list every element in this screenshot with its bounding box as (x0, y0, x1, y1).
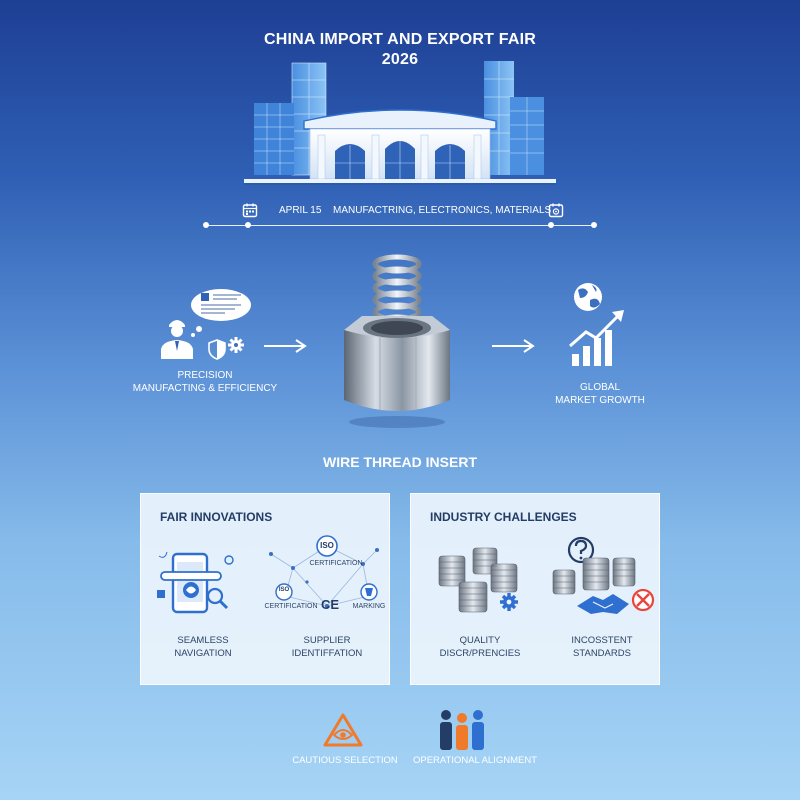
fair-date: APRIL 15 (279, 205, 322, 216)
supplier-identification-label: SUPPLIER IDENTIFFATION (277, 634, 377, 660)
fair-categories: MANUFACTRING, ELECTRONICS, MATERIALS (333, 205, 552, 216)
industry-challenges-panel: INDUSTRY CHALLENGES (410, 493, 660, 685)
seamless-label-line1: SEAMLESS (177, 635, 229, 646)
operational-alignment-label: OPERATIONAL ALIGNMENT (412, 755, 538, 766)
iso-badge-text: ISO (320, 541, 334, 550)
inconsistent-standards-label: INCOSSTENT STANDARDS (547, 634, 657, 660)
calendar-gear-icon (548, 203, 564, 218)
precision-label-line1: PRECISION (177, 370, 233, 381)
panel-title: FAIR INNOVATIONS (160, 510, 273, 524)
arrow-right-icon (492, 339, 535, 353)
certification-label-bottom: CERTIFICATION (264, 603, 318, 610)
certification-network-diagram (269, 535, 379, 608)
panel-title: INDUSTRY CHALLENGES (430, 510, 577, 524)
timeline-dot (203, 222, 209, 228)
engineer-icon (161, 289, 251, 360)
standards-mismatch-icon (552, 536, 655, 614)
iso-small-badge-text: ISO (278, 587, 290, 593)
quality-label-line1: QUALITY (459, 635, 501, 646)
certification-label-top: CERTIFICATION (309, 560, 363, 567)
quality-label-line2: DISCR/PRENCIES (439, 648, 521, 659)
timeline-dot (548, 222, 554, 228)
standards-label-line1: INCOSSTENT (571, 635, 633, 646)
standards-label-line2: STANDARDS (573, 648, 631, 659)
supplier-label-line2: IDENTIFFATION (291, 648, 363, 659)
quality-discrepancies-label: QUALITY DISCR/PRENCIES (425, 634, 535, 660)
title-line-1: CHINA IMPORT AND EXPORT FAIR (264, 31, 536, 48)
precision-label: PRECISION MANUFACTING & EFFICIENCY (120, 369, 290, 395)
timeline-line (206, 225, 594, 226)
wire-thread-insert-illustration (344, 254, 450, 428)
timeline-dot (591, 222, 597, 228)
smartphone-navigation-icon (157, 551, 234, 614)
calendar-icon (242, 203, 258, 218)
global-growth-label: GLOBAL MARKET GROWTH (530, 381, 670, 407)
global-growth-label-line2: MARKET GROWTH (555, 395, 645, 406)
team-alignment-icon (440, 710, 484, 750)
insert-stacks-gear-icon (438, 547, 518, 613)
cautious-selection-label: CAUTIOUS SELECTION (292, 755, 398, 766)
supplier-label-line1: SUPPLIER (303, 635, 351, 646)
info-bar (200, 200, 600, 232)
global-growth-icon (569, 283, 624, 366)
arrow-right-icon (264, 339, 307, 353)
exhibition-building-illustration (244, 61, 556, 185)
section-title: WIRE THREAD INSERT (323, 454, 477, 470)
page-title: CHINA IMPORT AND EXPORT FAIR 2026 (0, 30, 800, 70)
global-growth-label-line1: GLOBAL (579, 382, 621, 393)
precision-label-line2: MANUFACTING & EFFICIENCY (132, 383, 278, 394)
marking-label: MARKING (352, 603, 386, 610)
fair-innovations-panel: FAIR INNOVATIONS SEAMLESS NAVIGATION (140, 493, 390, 685)
title-line-2: 2026 (381, 51, 419, 68)
warning-eye-icon (323, 713, 363, 747)
seamless-navigation-label: SEAMLESS NAVIGATION (153, 634, 253, 660)
timeline-dot (245, 222, 251, 228)
seamless-label-line2: NAVIGATION (174, 648, 232, 659)
ce-mark: CE (320, 597, 340, 612)
